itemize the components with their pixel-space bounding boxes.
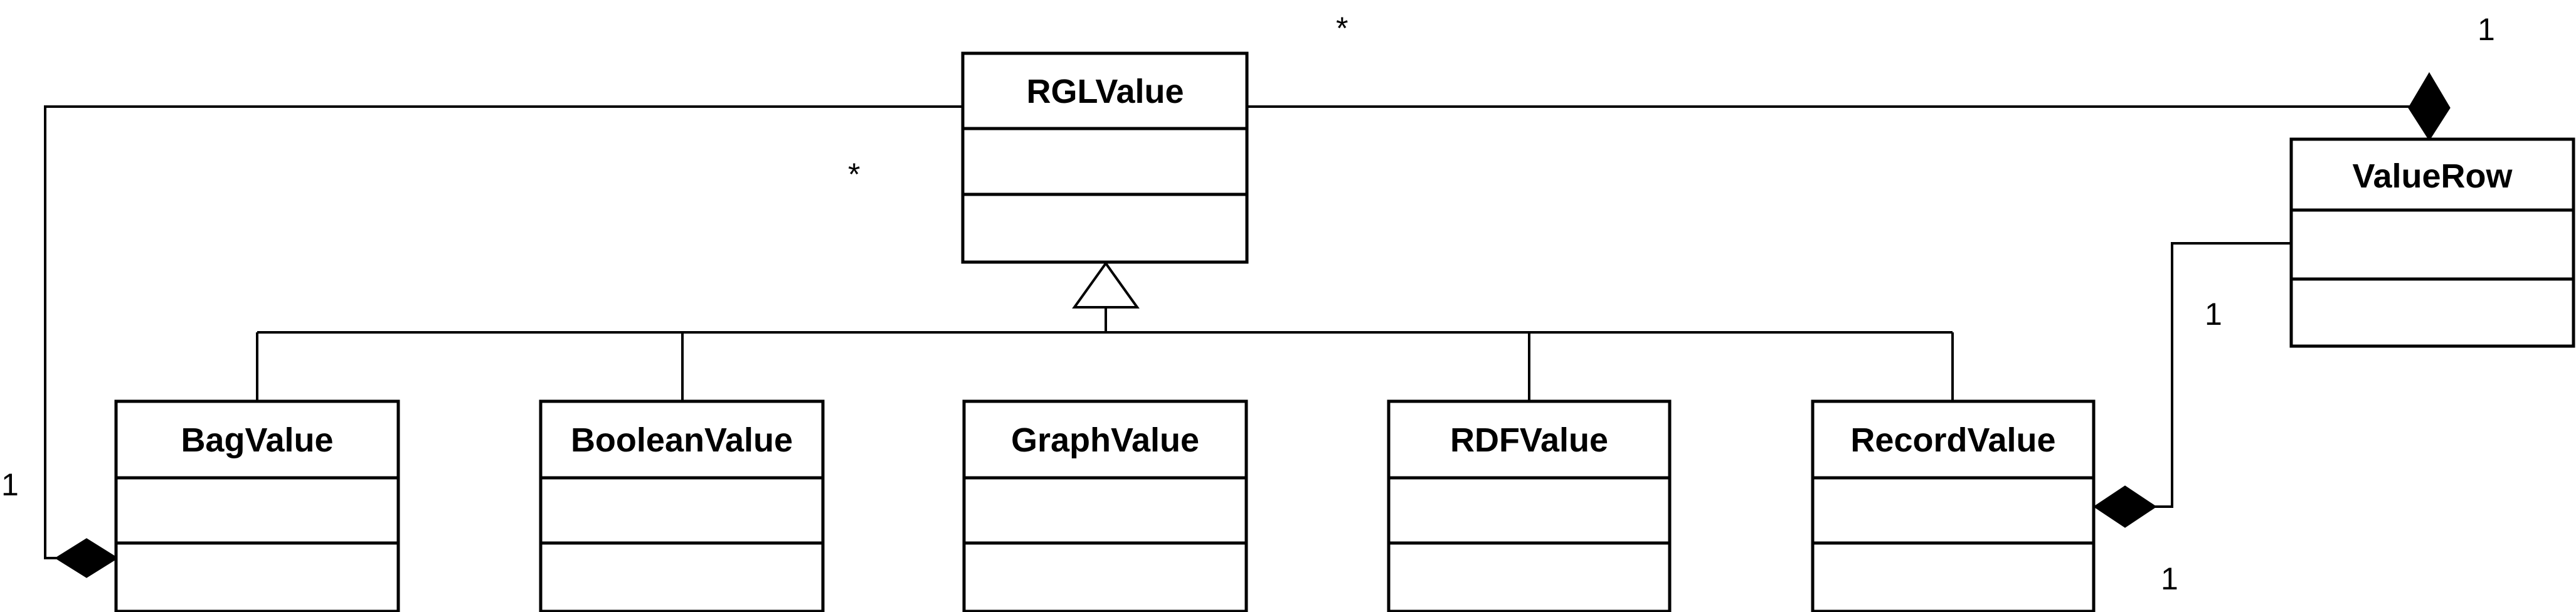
class-booleanvalue[interactable]: BooleanValue: [539, 399, 825, 612]
generalization-arrow: [1072, 261, 1140, 309]
composition-diamond-recordvalue: [2093, 485, 2157, 528]
multiplicity-label: *: [848, 157, 860, 192]
class-recordvalue[interactable]: RecordValue: [1811, 399, 2096, 612]
class-name: GraphValue: [1011, 421, 1199, 459]
class-name: BooleanValue: [571, 421, 793, 459]
multiplicity-label: 1: [2161, 561, 2178, 596]
multiplicity-label: 1: [1, 467, 19, 502]
class-rdfvalue[interactable]: RDFValue: [1387, 399, 1672, 612]
class-rglvalue[interactable]: RGLValue: [961, 51, 1249, 264]
composition-rglvalue-bagvalue: [44, 105, 963, 559]
class-name: RecordValue: [1850, 421, 2055, 459]
composition-diamond-valuerow: [2408, 72, 2451, 141]
class-name: RGLValue: [1026, 73, 1184, 110]
class-name: RDFValue: [1450, 421, 1608, 459]
class-valuerow[interactable]: ValueRow: [2289, 137, 2575, 348]
multiplicity-label: *: [1336, 11, 1348, 46]
multiplicity-label: 1: [2478, 12, 2495, 47]
class-name: ValueRow: [2352, 157, 2513, 195]
composition-diamond-bagvalue: [55, 538, 119, 578]
class-graphvalue[interactable]: GraphValue: [962, 399, 1248, 612]
composition-rglvalue-valuerow: [1247, 105, 2430, 138]
generalization-connector: [256, 307, 1954, 401]
class-name: BagValue: [181, 421, 333, 459]
composition-valuerow-recordvalue: [2155, 242, 2291, 508]
class-bagvalue[interactable]: BagValue: [114, 399, 400, 612]
multiplicity-label: 1: [2205, 297, 2222, 332]
